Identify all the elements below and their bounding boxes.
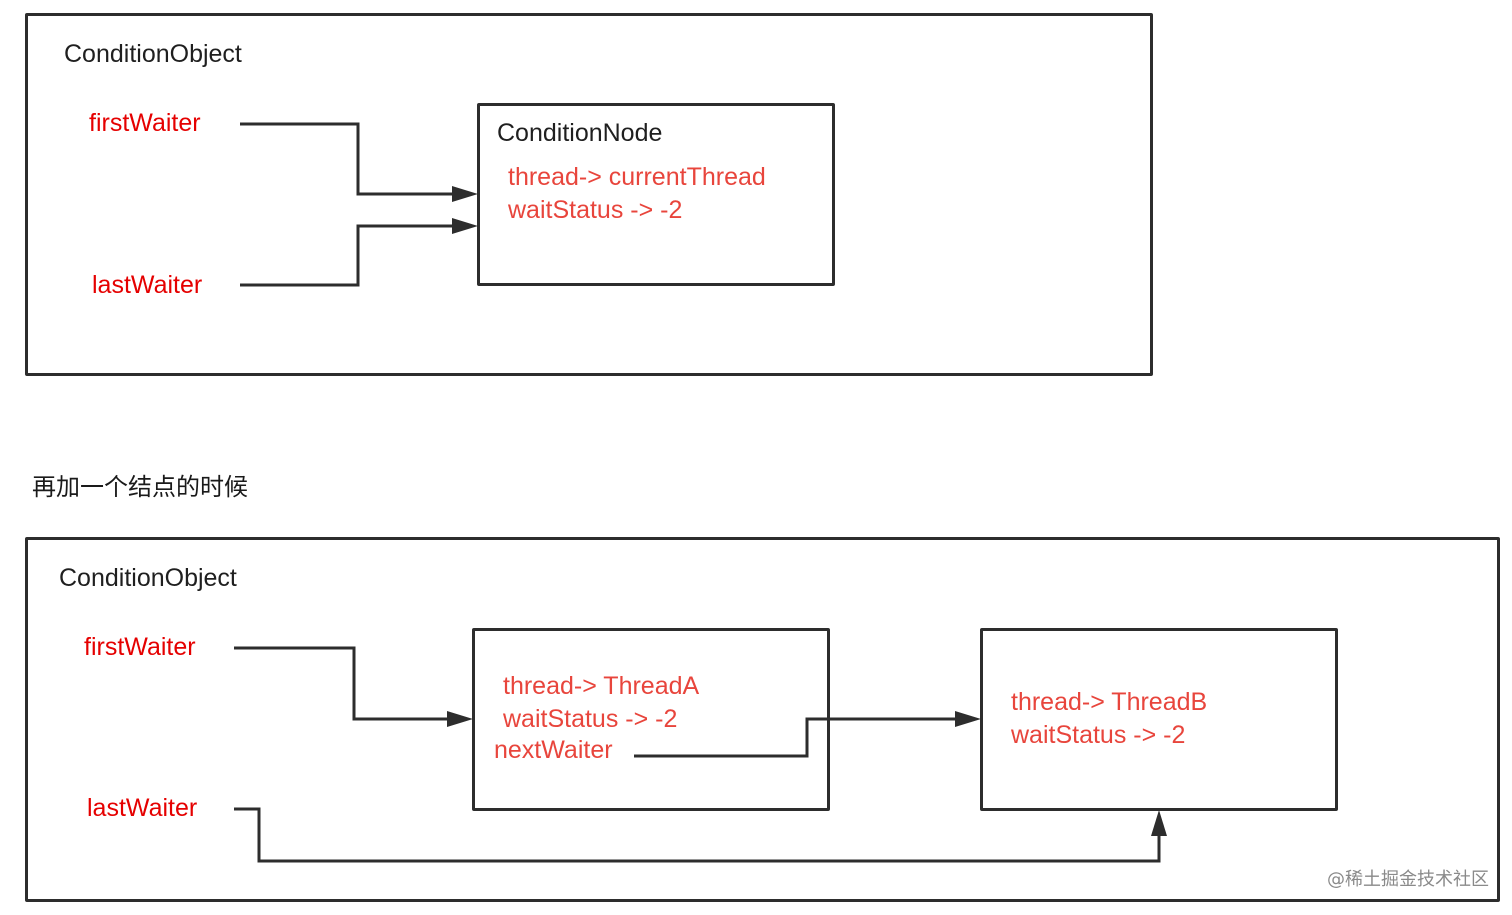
top-node-thread-field: thread-> currentThread (508, 163, 766, 191)
top-first-waiter-label: firstWaiter (89, 109, 201, 137)
bottom-condition-object-box (25, 537, 1500, 902)
top-condition-object-box (25, 13, 1153, 376)
bottom-condition-object-title: ConditionObject (59, 564, 237, 592)
bottom-first-waiter-label: firstWaiter (84, 633, 196, 661)
node-b-wait-status-field: waitStatus -> -2 (1011, 721, 1186, 749)
bottom-last-waiter-label: lastWaiter (87, 794, 198, 822)
node-a-wait-status-field: waitStatus -> -2 (503, 705, 678, 733)
top-node-wait-status-field: waitStatus -> -2 (508, 196, 683, 224)
node-b-thread-field: thread-> ThreadB (1011, 688, 1208, 716)
node-a-next-waiter-field: nextWaiter (494, 736, 613, 764)
top-condition-object-title: ConditionObject (64, 40, 242, 68)
node-a-thread-field: thread-> ThreadA (503, 672, 700, 700)
top-condition-node-box (477, 103, 835, 286)
section-caption: 再加一个结点的时候 (32, 473, 248, 501)
watermark-text: @稀土掘金技术社区 (1327, 869, 1489, 890)
top-last-waiter-label: lastWaiter (92, 271, 203, 299)
node-b-box (980, 628, 1338, 811)
top-condition-node-title: ConditionNode (497, 119, 663, 147)
